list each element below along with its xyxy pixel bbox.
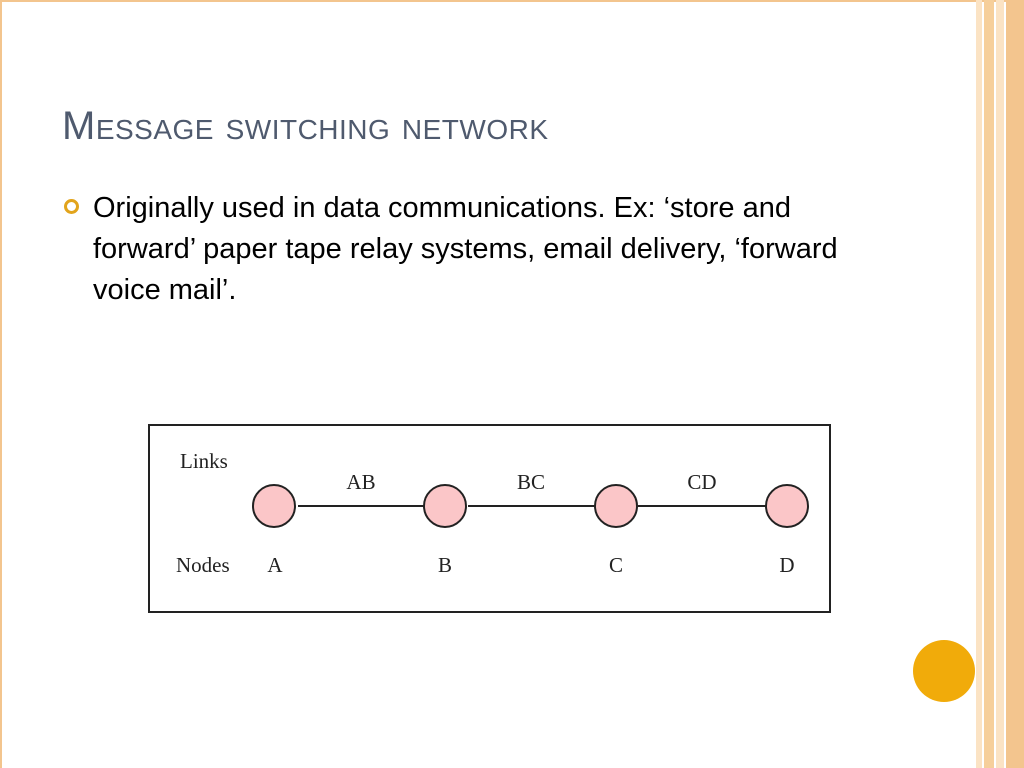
links-label: Links <box>180 449 228 473</box>
node-c-circle <box>594 484 638 528</box>
stripe <box>984 0 994 768</box>
node-label-a: A <box>267 553 283 577</box>
node-label-d: D <box>779 553 794 577</box>
bullet-text: Originally used in data communications. … <box>93 192 838 306</box>
slide-title: Message switching network <box>62 104 549 148</box>
stripe <box>976 0 982 768</box>
bullet-circle-icon <box>64 199 79 214</box>
nodes-label: Nodes <box>176 553 230 577</box>
node-d-circle <box>765 484 809 528</box>
link-label-ab: AB <box>346 470 375 494</box>
stripe <box>1006 0 1024 768</box>
bullet-item: Originally used in data communications. … <box>64 188 864 311</box>
network-diagram: Links Nodes AB BC CD A B C D <box>148 424 831 613</box>
node-label-b: B <box>438 553 452 577</box>
node-a-circle <box>252 484 296 528</box>
diagram-frame <box>148 424 831 613</box>
node-label-c: C <box>609 553 623 577</box>
stripe <box>996 0 1004 768</box>
link-label-cd: CD <box>687 470 716 494</box>
link-label-bc: BC <box>517 470 545 494</box>
node-b-circle <box>423 484 467 528</box>
decorative-orange-circle <box>913 640 975 702</box>
right-decorative-stripes <box>976 0 1024 768</box>
